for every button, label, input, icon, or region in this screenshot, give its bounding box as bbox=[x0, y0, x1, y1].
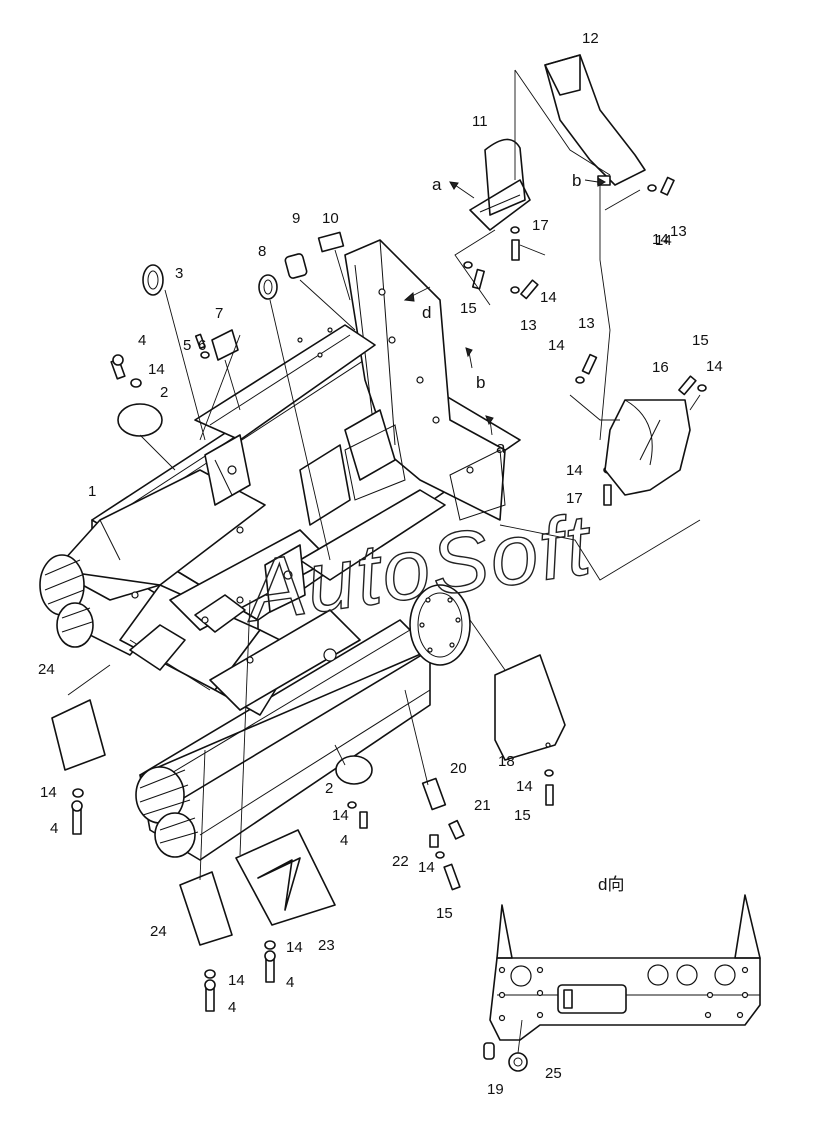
part-number-label: 13 bbox=[670, 223, 687, 240]
main-frame bbox=[39, 239, 521, 861]
part-11-bracket bbox=[469, 179, 531, 231]
view-d-title: d向 bbox=[598, 875, 624, 894]
leader-lines bbox=[67, 69, 701, 881]
part-number-label: 9 bbox=[292, 210, 300, 227]
part-number-label: 25 bbox=[545, 1065, 562, 1082]
part-16-cover bbox=[604, 399, 691, 496]
part-number-label: 14 bbox=[228, 972, 245, 989]
part-number-label: 14 bbox=[540, 289, 557, 306]
part-number-label: 18 bbox=[498, 753, 515, 770]
part-number-label: 24 bbox=[150, 923, 167, 940]
part-number-label: 3 bbox=[175, 265, 183, 282]
part-number-label: 14 bbox=[652, 231, 669, 248]
part-number-label: 11 bbox=[472, 113, 488, 130]
part-number-label: 14 bbox=[40, 784, 57, 801]
part-number-label: 2 bbox=[160, 384, 168, 401]
direction-marker-a-marker-top: a bbox=[432, 175, 442, 194]
part-number-label: 22 bbox=[392, 853, 409, 870]
part-2-cover-lower bbox=[335, 755, 373, 785]
part-number-label: 10 bbox=[322, 210, 339, 227]
part-number-label: 15 bbox=[436, 905, 453, 922]
part-number-label: 4 bbox=[50, 820, 58, 837]
part-number-label: 2 bbox=[325, 780, 333, 797]
part-7-plate bbox=[211, 329, 239, 361]
part-number-label: 14 bbox=[566, 462, 583, 479]
part-24-plate-lower bbox=[179, 871, 233, 946]
view-d-detail bbox=[483, 894, 761, 1072]
part-number-label: 17 bbox=[532, 217, 549, 234]
direction-marker-b-marker-top: b bbox=[572, 171, 581, 190]
part-number-label: 14 bbox=[148, 361, 165, 378]
part-number-label: 20 bbox=[450, 760, 467, 777]
part-number-label: 19 bbox=[487, 1081, 504, 1098]
part-24-plate-left bbox=[51, 699, 106, 771]
part-number-label: 14 bbox=[706, 358, 723, 375]
part-number-label: 6 bbox=[198, 337, 206, 354]
part-number-label: 14 bbox=[516, 778, 533, 795]
part-number-label: 14 bbox=[286, 939, 303, 956]
direction-callouts: a b d b a bbox=[422, 171, 581, 457]
part-number-label: 17 bbox=[566, 490, 583, 507]
part-number-label: 15 bbox=[692, 332, 709, 349]
direction-marker-a-marker-frame: a bbox=[496, 438, 506, 457]
part-number-label: 7 bbox=[215, 305, 223, 322]
part-4-bolt-upper bbox=[110, 354, 126, 380]
part-12-bracket bbox=[544, 54, 646, 186]
part-number-label: 23 bbox=[318, 937, 335, 954]
direction-marker-d-marker: d bbox=[422, 303, 431, 322]
part-number-label: 1 bbox=[88, 483, 96, 500]
part-number-label: 15 bbox=[514, 807, 531, 824]
part-number-label: 13 bbox=[520, 317, 537, 334]
part-number-label: 4 bbox=[138, 332, 146, 349]
part-number-label: 15 bbox=[460, 300, 477, 317]
part-number-label: 14 bbox=[655, 232, 672, 249]
part-3-grommet-shape bbox=[142, 264, 164, 296]
part-number-label: 24 bbox=[38, 661, 55, 678]
part-number-label: 21 bbox=[474, 797, 491, 814]
part-number-label: 14 bbox=[418, 859, 435, 876]
part-number-label: 4 bbox=[228, 999, 236, 1016]
part-number-label: 14 bbox=[332, 807, 349, 824]
part-2-cover-upper bbox=[117, 403, 163, 437]
part-number-label: 8 bbox=[258, 243, 266, 260]
part-number-label: 4 bbox=[340, 832, 348, 849]
part-number-label: 12 bbox=[582, 30, 599, 47]
part-number-label: 5 bbox=[183, 337, 191, 354]
part-number-label: 13 bbox=[578, 315, 595, 332]
part-number-label: 4 bbox=[286, 974, 294, 991]
direction-marker-b-marker-frame: b bbox=[476, 373, 485, 392]
loose-parts bbox=[51, 54, 707, 1012]
part-number-label: 14 bbox=[548, 337, 565, 354]
part-23-plate bbox=[235, 829, 336, 926]
part-18-cover-plate bbox=[494, 654, 566, 761]
part-number-label: 16 bbox=[652, 359, 669, 376]
